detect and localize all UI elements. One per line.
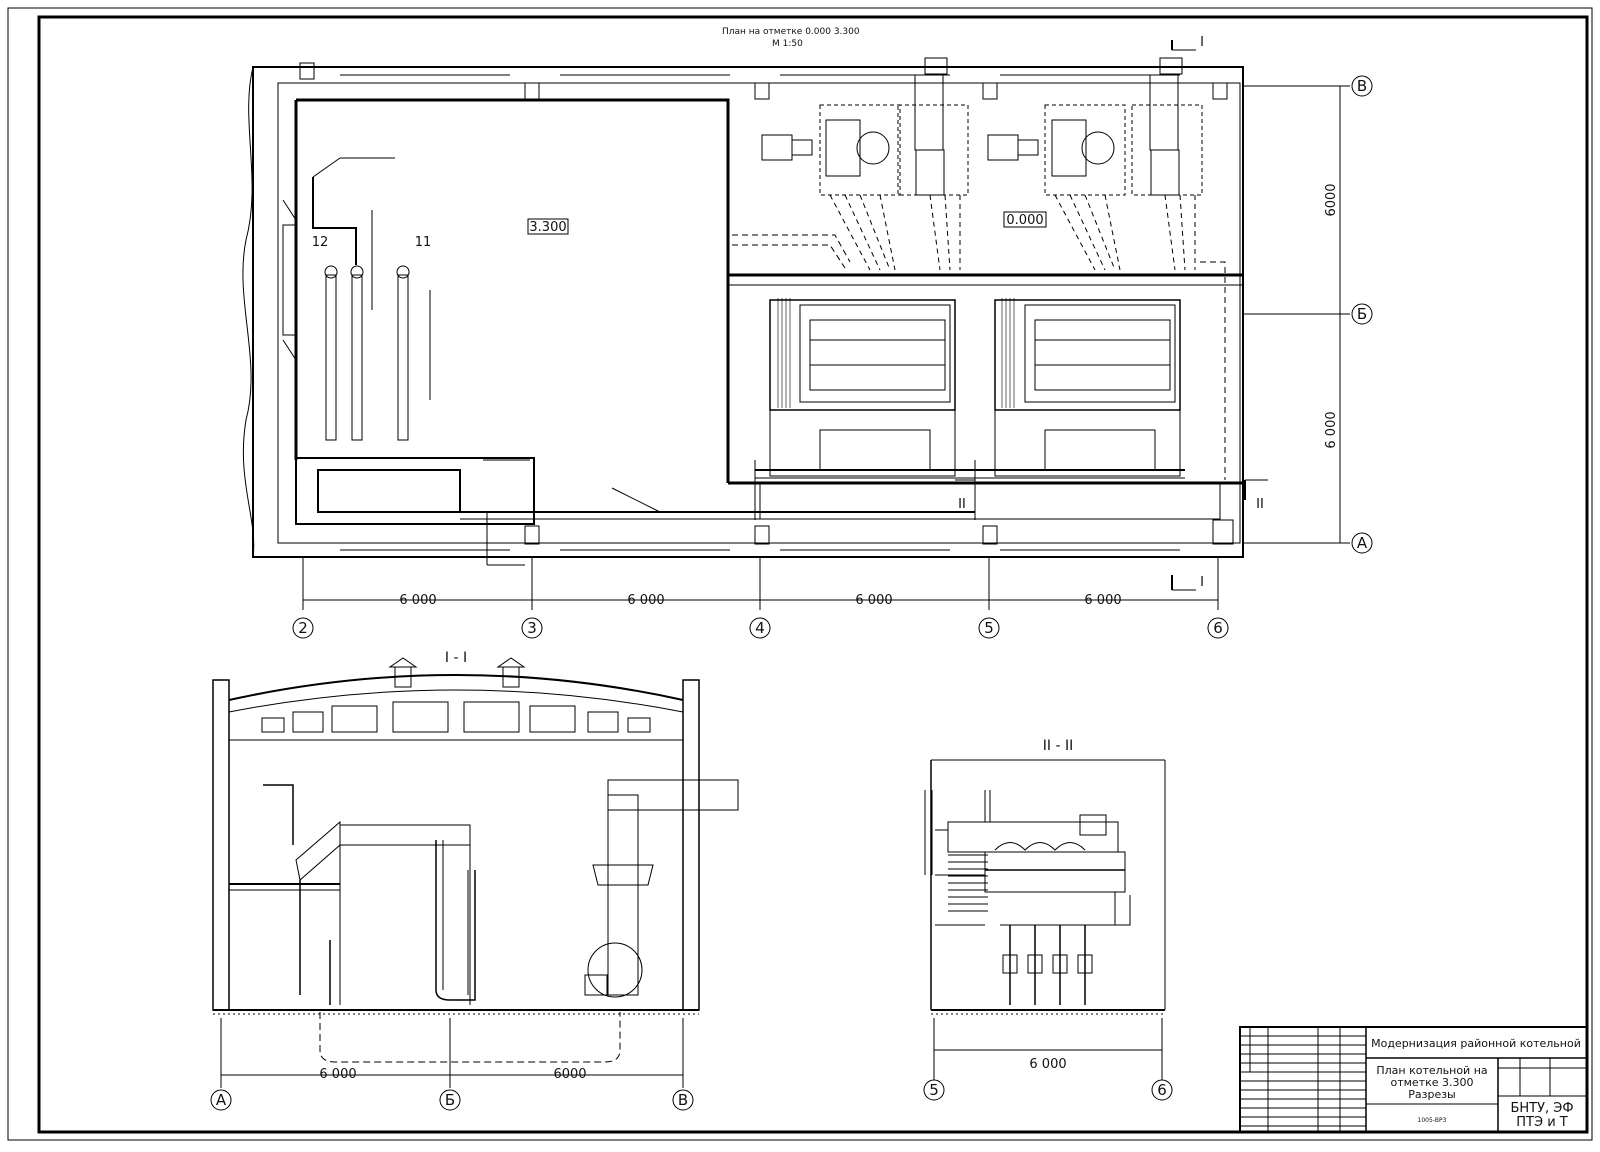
title-org-line2: ПТЭ и Т <box>1516 1115 1568 1130</box>
title-sheet-line1: План котельной на <box>1376 1064 1487 1077</box>
callout-12: 12 <box>312 235 329 250</box>
plan-dim-3: 6 000 <box>855 593 892 608</box>
axis-label-3: 3 <box>527 619 537 637</box>
plan-vdim-2: 6 000 <box>1324 411 1339 448</box>
outer-frame <box>7 7 1593 1141</box>
title-sheet-line2: отметке 3.300 <box>1390 1076 1473 1089</box>
elevation-left-label: 3.300 <box>529 220 566 235</box>
axis-label-6: 6 <box>1213 619 1223 637</box>
axis-bubble-5 <box>978 617 1000 639</box>
axis-label-b: Б <box>1357 305 1367 323</box>
section1-dim-2: 6000 <box>553 1067 586 1082</box>
plan-dim-4: 6 000 <box>1084 593 1121 608</box>
title-sheet-line3: Разрезы <box>1408 1088 1456 1101</box>
section1-axis-a: А <box>216 1091 227 1109</box>
title-doc-code: 1005-ВР3 <box>1418 1117 1447 1124</box>
axis-label-5: 5 <box>984 619 994 637</box>
plan-view <box>242 40 1268 591</box>
axis-label-2: 2 <box>298 619 308 637</box>
plan-note-line2: М 1:50 <box>772 39 803 49</box>
axis-bubble-4 <box>749 617 771 639</box>
section-1-view <box>210 657 739 1111</box>
plan-note-line1: План на отметке 0.000 3.300 <box>722 27 860 37</box>
title-project: Модернизация районной котельной <box>1371 1037 1581 1050</box>
section2-title: II - II <box>1043 738 1073 754</box>
axis-label-v: В <box>1357 77 1367 95</box>
section1-axis-bubble-a <box>210 1089 232 1111</box>
title-block <box>1239 1026 1588 1133</box>
section2-axis-6: 6 <box>1157 1081 1167 1099</box>
callout-11: 11 <box>415 235 432 250</box>
cut-ii-right: II <box>1256 497 1264 512</box>
section2-axis-5: 5 <box>929 1081 939 1099</box>
axis-bubble-v <box>1351 75 1373 97</box>
elevation-right-label: 0.000 <box>1006 213 1043 228</box>
axis-bubble-6 <box>1207 617 1229 639</box>
axis-label-4: 4 <box>755 619 765 637</box>
axis-label-a: А <box>1357 534 1368 552</box>
plan-vertical-dimensions <box>1243 75 1373 554</box>
inner-frame <box>37 15 1589 1134</box>
elevation-tag-left <box>527 218 569 235</box>
plan-dim-1: 6 000 <box>399 593 436 608</box>
section1-axis-b: Б <box>445 1091 455 1109</box>
axis-bubble-b <box>1351 303 1373 325</box>
section1-axis-v: В <box>678 1091 688 1109</box>
axis-bubble-2 <box>292 617 314 639</box>
cut-i-bottom: I <box>1200 575 1204 590</box>
section1-axis-bubble-v <box>672 1089 694 1111</box>
title-org-line1: БНТУ, ЭФ <box>1510 1101 1573 1116</box>
section2-dim-1: 6 000 <box>1029 1057 1066 1072</box>
section1-dim-1: 6 000 <box>319 1067 356 1082</box>
axis-bubble-3 <box>521 617 543 639</box>
plan-vdim-1: 6000 <box>1324 183 1339 216</box>
plan-horizontal-dimensions <box>292 557 1229 639</box>
section-2-view <box>923 759 1173 1101</box>
cut-i-top: I <box>1200 35 1204 50</box>
plan-dim-2: 6 000 <box>627 593 664 608</box>
elevation-tag-right <box>1003 211 1047 228</box>
cut-ii-mid: II <box>958 497 966 512</box>
axis-bubble-a <box>1351 532 1373 554</box>
section1-title: I - I <box>445 650 467 666</box>
section1-axis-bubble-b <box>439 1089 461 1111</box>
